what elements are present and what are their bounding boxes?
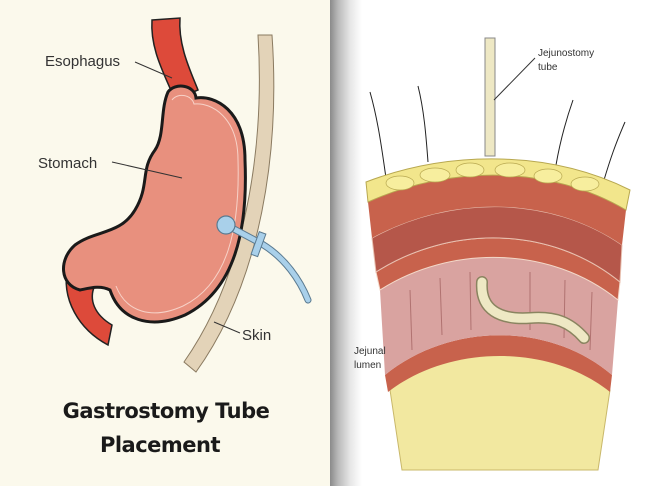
jejunostomy-tube-label-1: Jejunostomy	[538, 48, 594, 59]
gastrostomy-panel: Esophagus Stomach Skin Gastrostomy Tube …	[0, 0, 330, 486]
stomach-label: Stomach	[38, 155, 97, 172]
muscle-layer	[368, 175, 626, 245]
jejunostomy-tube-label-2: tube	[538, 62, 558, 73]
jejunostomy-panel: Jejunostomy tube Jejunal lumen	[330, 0, 662, 486]
gastrostomy-illustration: Esophagus Stomach Skin Gastrostomy Tube …	[38, 17, 312, 457]
jejunal-lumen-label-1: Jejunal	[354, 346, 386, 357]
title-line-1: Gastrostomy Tube	[63, 399, 270, 423]
esophagus-label: Esophagus	[45, 53, 120, 70]
jejunostomy-illustration: Jejunostomy tube Jejunal lumen	[354, 37, 631, 471]
jejunal-lumen-label-2: lumen	[354, 360, 381, 371]
skin-label: Skin	[242, 327, 271, 344]
title-line-2: Placement	[100, 433, 221, 457]
stomach	[62, 84, 247, 324]
skin-band	[183, 34, 275, 373]
tube-balloon	[216, 215, 236, 235]
suture-lines	[369, 85, 626, 181]
tube-bolster	[250, 231, 267, 258]
jejunostomy-tube	[484, 37, 496, 157]
